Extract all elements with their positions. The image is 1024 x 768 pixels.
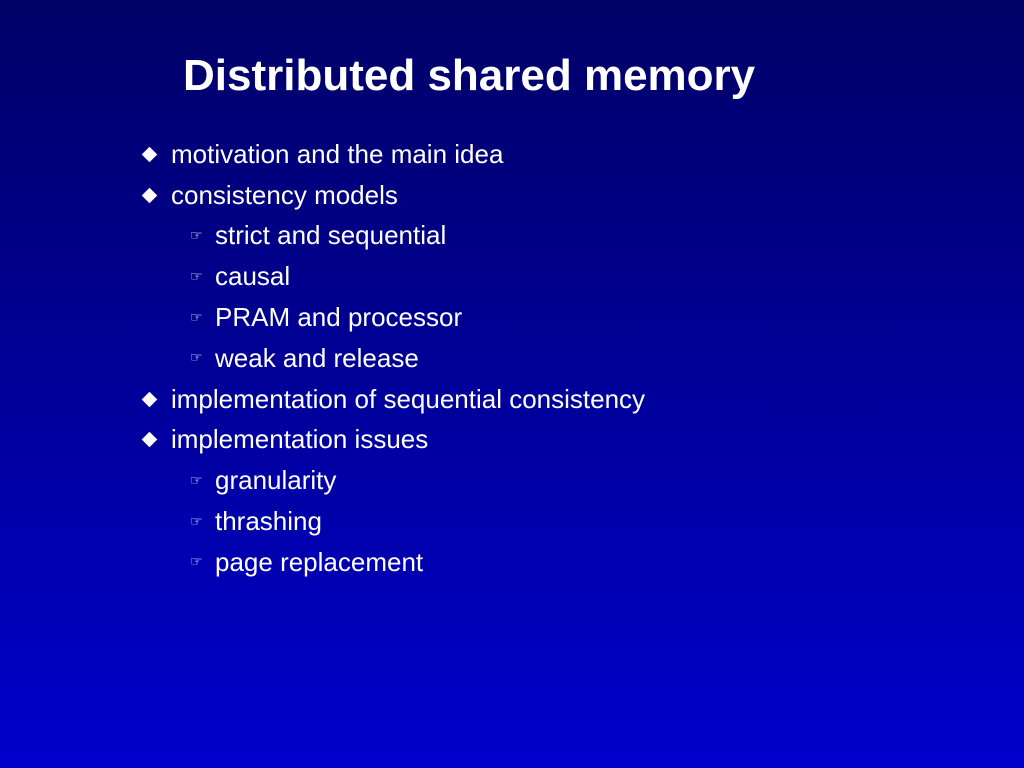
slide-title: Distributed shared memory xyxy=(183,51,756,100)
bullet-list: motivation and the main idea consistency… xyxy=(140,134,645,583)
list-item: ☞ PRAM and processor xyxy=(140,297,645,338)
pointing-hand-icon: ☞ xyxy=(190,513,203,530)
pointing-hand-icon: ☞ xyxy=(190,268,203,285)
pointing-hand-icon: ☞ xyxy=(190,350,203,367)
list-item: ☞ page replacement xyxy=(140,542,645,583)
list-item-text: implementation issues xyxy=(171,424,429,455)
pointing-hand-icon: ☞ xyxy=(190,472,203,489)
list-item-text: strict and sequential xyxy=(215,220,447,251)
diamond-bullet-icon xyxy=(140,391,171,408)
diamond-bullet-icon xyxy=(140,431,171,448)
list-item: ☞ weak and release xyxy=(140,338,645,379)
list-item: motivation and the main idea xyxy=(140,134,645,175)
diamond-bullet-icon xyxy=(140,187,171,204)
list-item: ☞ thrashing xyxy=(140,501,645,542)
list-item-text: causal xyxy=(215,261,291,292)
list-item-text: page replacement xyxy=(215,546,424,577)
list-item: consistency models xyxy=(140,175,645,216)
list-item-text: consistency models xyxy=(171,179,398,210)
list-item: ☞ strict and sequential xyxy=(140,216,645,257)
pointing-hand-icon: ☞ xyxy=(190,309,203,326)
pointing-hand-icon: ☞ xyxy=(190,554,203,571)
list-item-text: granularity xyxy=(215,465,337,496)
list-item-text: weak and release xyxy=(215,342,419,373)
list-item: implementation issues xyxy=(140,420,645,461)
list-item-text: implementation of sequential consistency xyxy=(171,383,646,414)
list-item: ☞ granularity xyxy=(140,460,645,501)
list-item-text: motivation and the main idea xyxy=(171,138,504,169)
list-item-text: PRAM and processor xyxy=(215,302,463,333)
list-item-text: thrashing xyxy=(215,506,322,537)
pointing-hand-icon: ☞ xyxy=(190,227,203,244)
list-item: implementation of sequential consistency xyxy=(140,379,645,420)
diamond-bullet-icon xyxy=(140,146,171,163)
list-item: ☞ causal xyxy=(140,256,645,297)
